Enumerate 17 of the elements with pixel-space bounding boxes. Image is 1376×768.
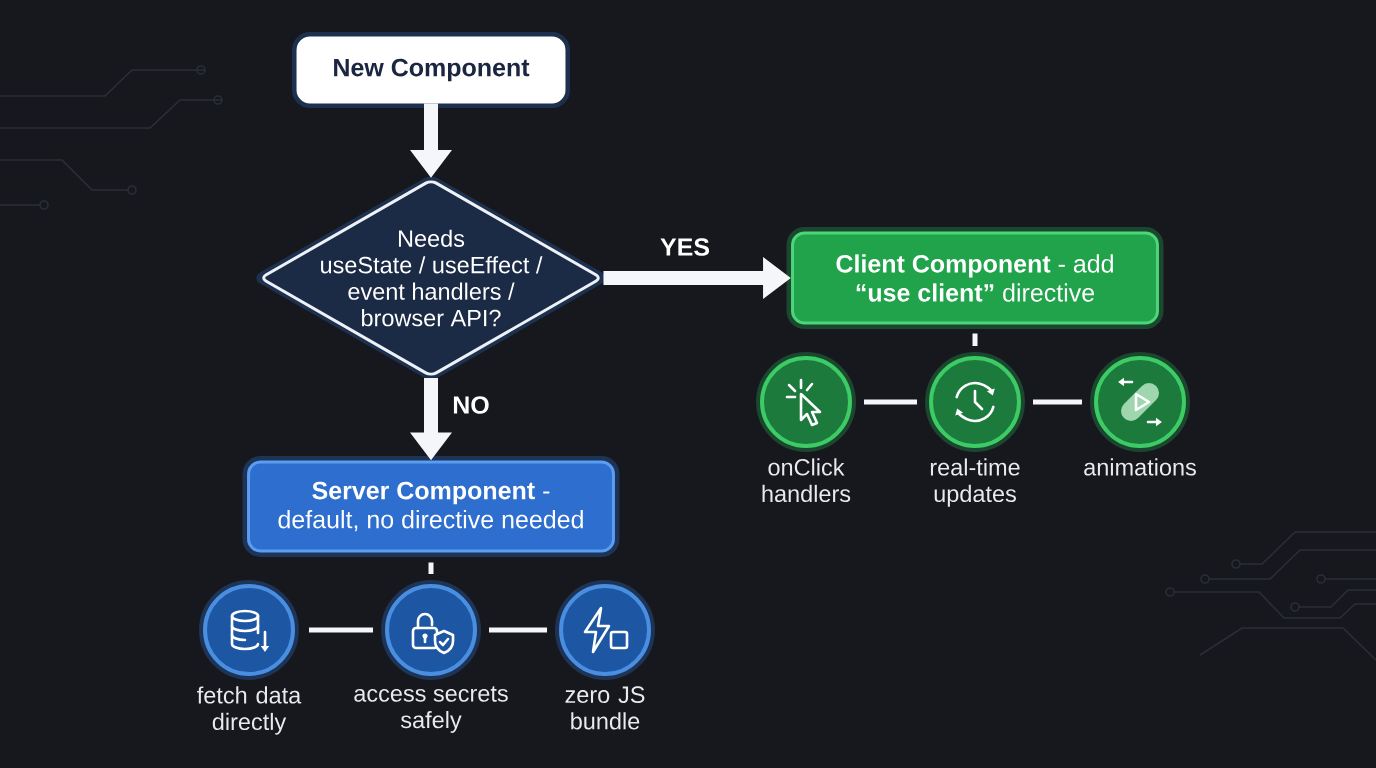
connector-line [972,333,978,346]
caption-text: zero JS bundle [565,686,645,730]
process-box: Client Component - add “use client” directive [786,227,1164,329]
process-box: Server Component - default, no directive needed [242,456,620,557]
connector-line [428,562,434,574]
connector-line [309,627,373,633]
caption-text: real-time updates [930,458,1020,507]
caption-text: access secrets safely [354,686,508,733]
connector-line [1033,399,1083,405]
edge-label: YES [657,235,713,259]
caption-text: animations [1084,458,1196,476]
process-box: New Component [292,32,570,108]
connector-line [864,399,917,405]
caption-text: fetch data directly [197,686,302,735]
caption-text: onClick handlers [762,458,851,503]
edge-label: NO [449,393,493,417]
connector-line [489,627,547,633]
